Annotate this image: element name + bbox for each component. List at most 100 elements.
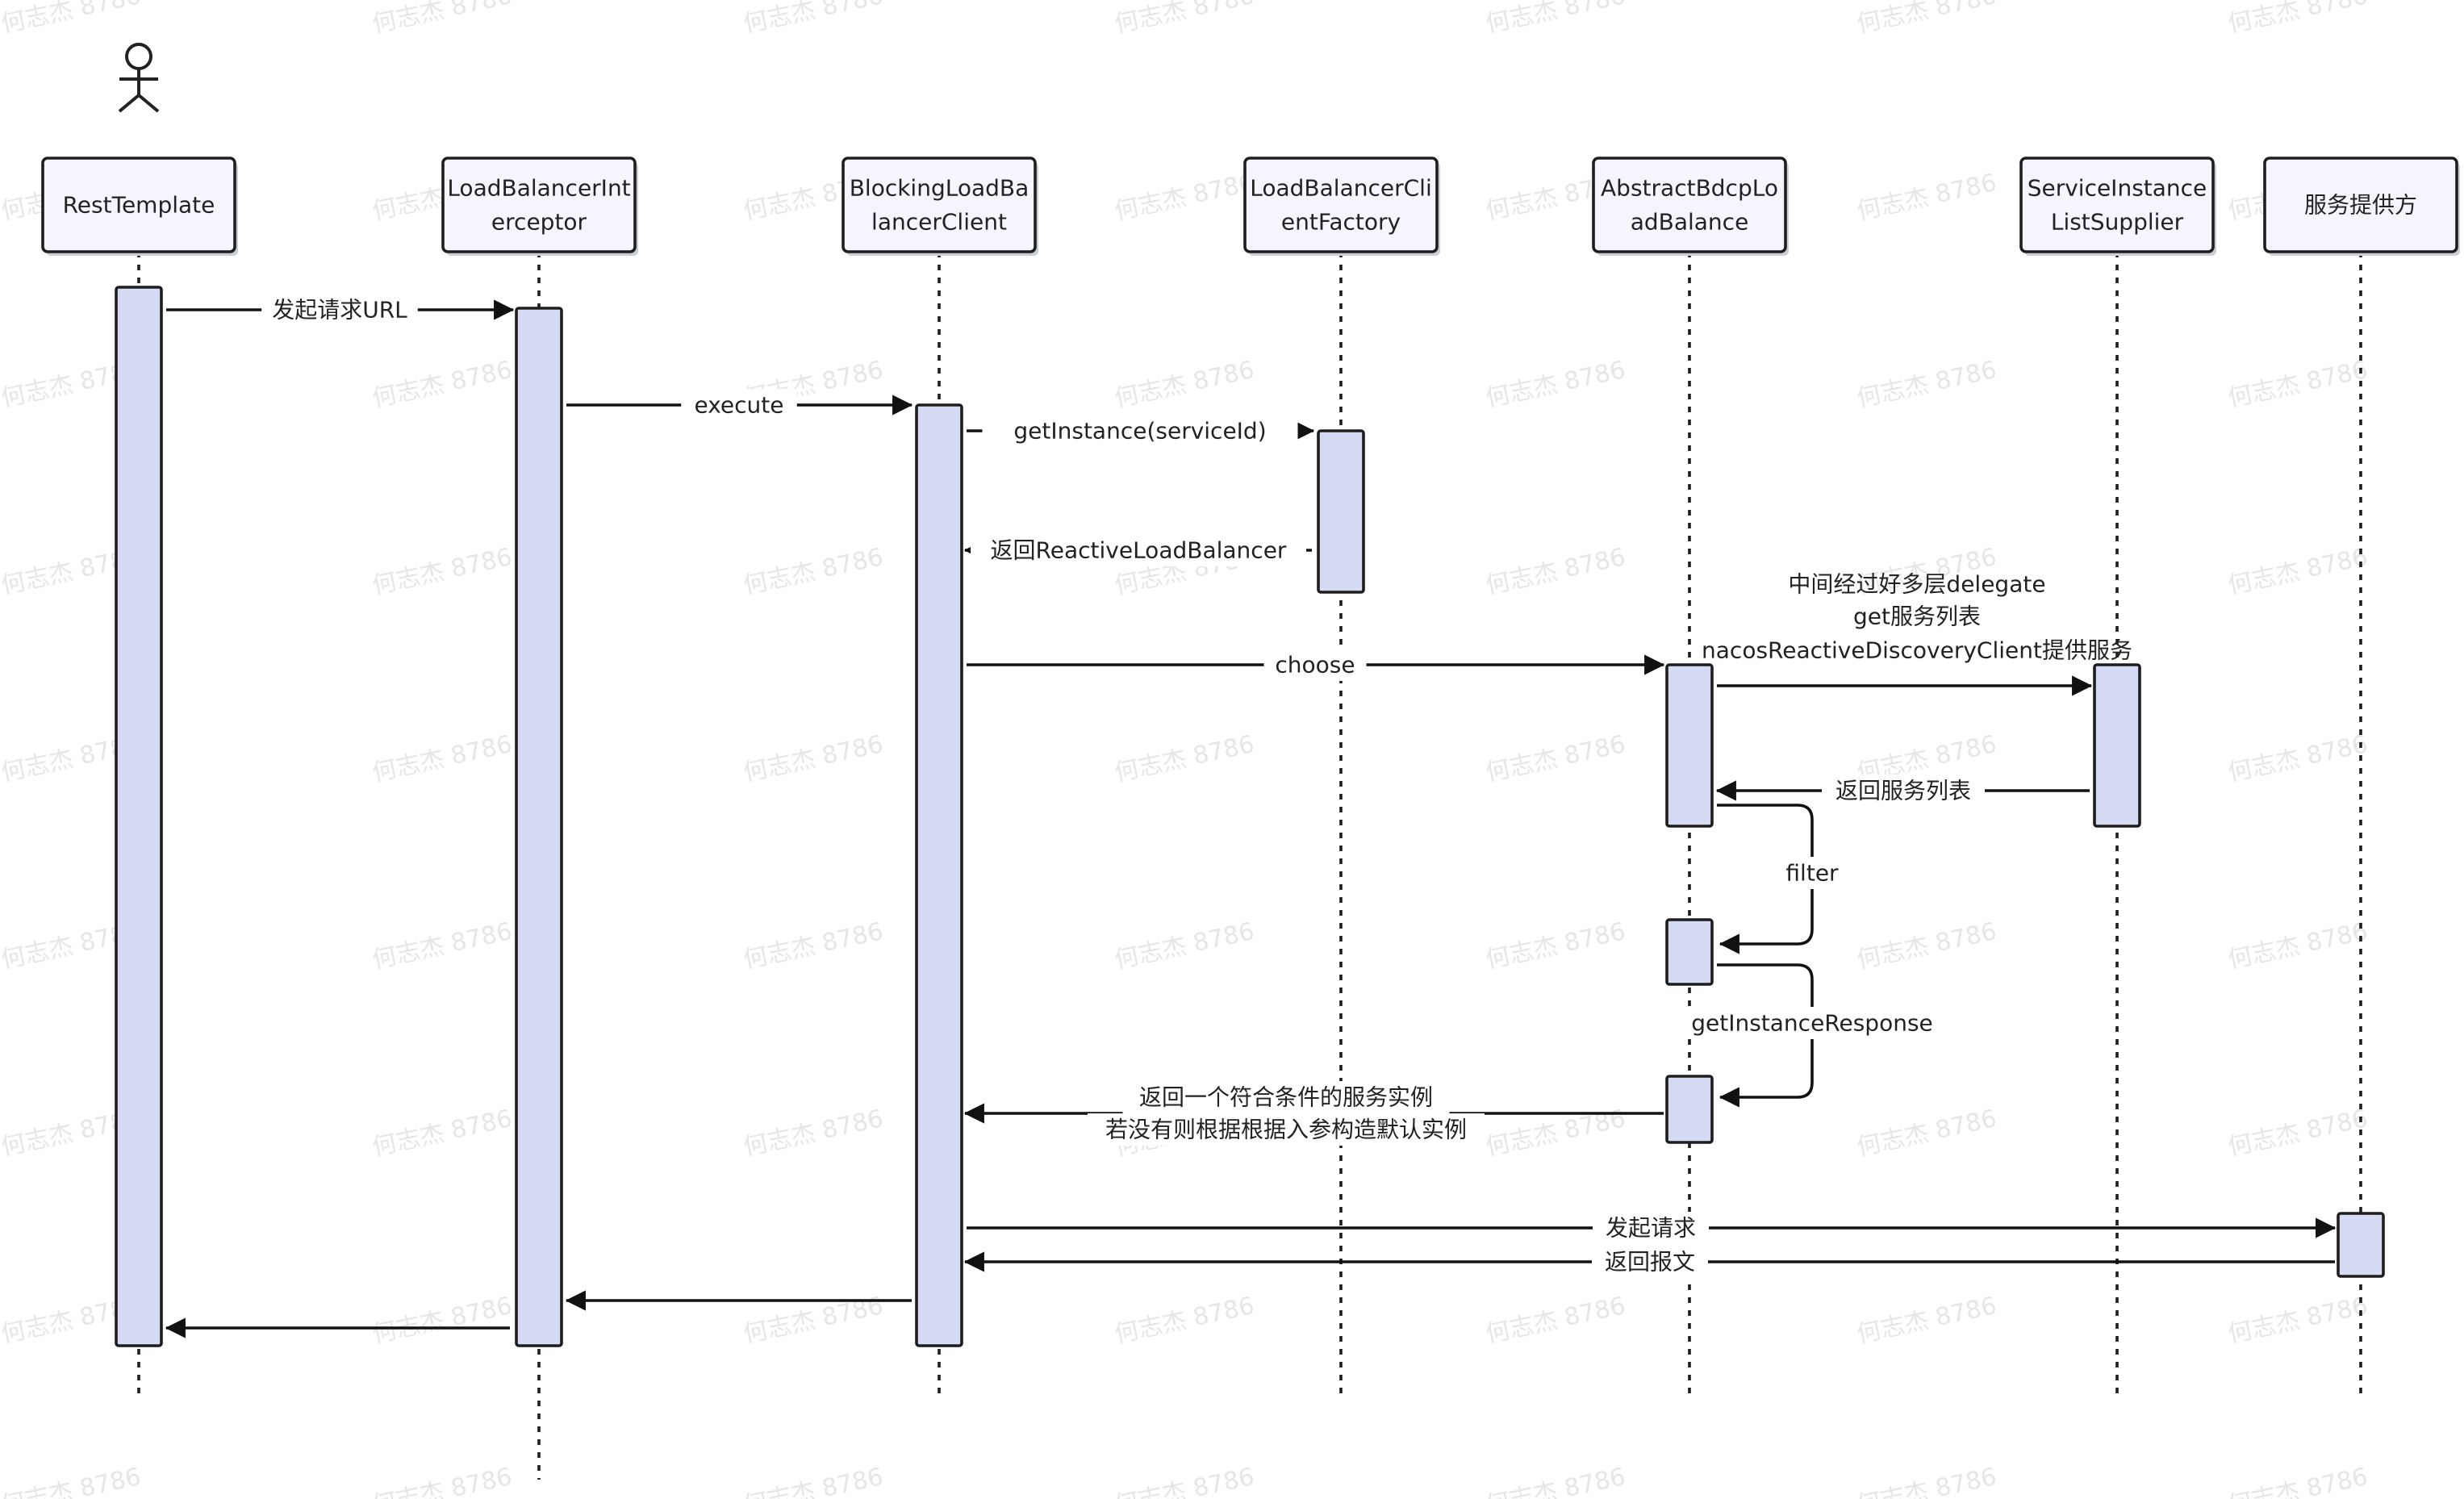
- watermark-text: 何志杰 8786: [741, 1463, 885, 1499]
- participant-abl: AbstractBdcpLo adBalance: [1592, 157, 1789, 256]
- participant-box: [1592, 157, 1787, 253]
- participant-box: [441, 157, 637, 253]
- watermark-text: 何志杰 8786: [2225, 0, 2370, 39]
- message-abl-to-sis: 中间经过好多层delegate get服务列表 nacosReactiveDisco…: [1702, 571, 2132, 696]
- watermark-text: 何志杰 8786: [2225, 1292, 2370, 1349]
- participant-prov: 服务提供方: [2263, 157, 2460, 256]
- message-rest-to-lbi: 发起请求URL: [166, 294, 515, 326]
- watermark-text: 何志杰 8786: [370, 1104, 514, 1162]
- message-label: 返回服务列表: [1835, 778, 1971, 804]
- watermark-text: 何志杰 8786: [1112, 730, 1256, 787]
- watermark-text: 何志杰 8786: [370, 543, 514, 600]
- watermark-text: 何志杰 8786: [0, 0, 144, 39]
- participant-box: [2019, 157, 2215, 253]
- watermark-text: 何志杰 8786: [1112, 1292, 1256, 1349]
- message-lbi-to-blc: execute: [566, 389, 913, 421]
- watermark-text: 何志杰 8786: [1854, 356, 1998, 413]
- message-label: filter: [1785, 860, 1839, 887]
- activation-bar-abl: [1665, 1075, 1714, 1144]
- participant-label: ListSupplier: [2051, 209, 2184, 236]
- participant-lcf: LoadBalancerCli entFactory: [1243, 157, 1440, 256]
- message-label: 返回报文: [1605, 1249, 1695, 1276]
- watermark-text: 何志杰 8786: [370, 0, 514, 39]
- watermark-text: 何志杰 8786: [1112, 1463, 1256, 1499]
- actor-icon: [118, 43, 160, 113]
- participant-label: AbstractBdcpLo: [1601, 175, 1778, 202]
- watermark-text: 何志杰 8786: [1854, 1463, 1998, 1499]
- message-label: 发起请求URL: [272, 297, 407, 324]
- watermark-text: 何志杰 8786: [2225, 1104, 2370, 1162]
- participant-label: LoadBalancerInt: [447, 175, 630, 202]
- message-label: get服务列表: [1853, 603, 1981, 630]
- watermark-text: 何志杰 8786: [2225, 1463, 2370, 1499]
- watermark-text: 何志杰 8786: [1854, 1292, 1998, 1349]
- participant-label: ServiceInstance: [2028, 175, 2207, 202]
- watermark-text: 何志杰 8786: [1112, 917, 1256, 975]
- message-label: execute: [694, 392, 783, 419]
- watermark-text: 何志杰 8786: [1112, 0, 1256, 39]
- watermark-text: 何志杰 8786: [741, 730, 885, 787]
- message-sis-to-abl: 返回服务列表: [1715, 775, 2090, 807]
- message-label: getInstance(serviceId): [1013, 418, 1266, 445]
- activation-bar-prov: [2337, 1212, 2385, 1278]
- participant-lbi: LoadBalancerInt erceptor: [441, 157, 638, 256]
- watermark-text: 何志杰 8786: [741, 0, 885, 39]
- watermark-text: 何志杰 8786: [1483, 1463, 1627, 1499]
- message-label: choose: [1275, 652, 1355, 679]
- watermark-text: 何志杰 8786: [1854, 917, 1998, 975]
- activation-bar-sis: [2093, 663, 2141, 828]
- activation-bar-lbi: [515, 307, 563, 1347]
- message-blc-to-lcf: getInstance(serviceId): [967, 415, 1315, 447]
- message-blc-to-abl: choose: [967, 649, 1665, 681]
- participant-label: LoadBalancerCli: [1250, 175, 1431, 202]
- message-abl-to-abl: getInstanceResponse: [1674, 963, 1950, 1108]
- message-lcf-to-blc: 返回ReactiveLoadBalancer: [963, 534, 1312, 566]
- activation-bar-abl: [1665, 918, 1714, 986]
- watermark-text: 何志杰 8786: [2225, 543, 2370, 600]
- message-prov-to-blc: 返回报文: [963, 1246, 2335, 1278]
- participants-layer: RestTemplateLoadBalancerInterceptorBlock…: [41, 157, 2460, 256]
- message-label: nacosReactiveDiscoveryClient提供服务: [1702, 637, 2132, 664]
- participant-box: [41, 157, 236, 253]
- watermark-text: 何志杰 8786: [370, 730, 514, 787]
- watermark-text: 何志杰 8786: [1854, 1104, 1998, 1162]
- participant-label: entFactory: [1281, 209, 1401, 236]
- activation-bar-abl: [1665, 663, 1714, 828]
- message-label: 中间经过好多层delegate: [1788, 571, 2045, 598]
- watermark-text: 何志杰 8786: [1483, 917, 1627, 975]
- watermark-text: 何志杰 8786: [741, 543, 885, 600]
- message-label: 返回ReactiveLoadBalancer: [991, 537, 1287, 564]
- message-label: getInstanceResponse: [1691, 1010, 1933, 1037]
- watermark-text: 何志杰 8786: [741, 1104, 885, 1162]
- watermark-text: 何志杰 8786: [0, 1463, 144, 1499]
- watermark-text: 何志杰 8786: [2225, 730, 2370, 787]
- participant-label: adBalance: [1631, 209, 1749, 236]
- participant-label: erceptor: [491, 209, 587, 236]
- watermark-text: 何志杰 8786: [1112, 169, 1256, 226]
- watermark-text: 何志杰 8786: [1854, 0, 1998, 39]
- message-abl-to-abl: filter: [1717, 804, 1864, 954]
- activation-bar-rest: [115, 286, 163, 1347]
- participant-box: [842, 157, 1037, 253]
- watermark-text: 何志杰 8786: [370, 1292, 514, 1349]
- watermark-layer: 何志杰 8786 何志杰 8786 何志杰 8786 何志杰 8786 何志杰 8786…: [0, 0, 2370, 1499]
- watermark-text: 何志杰 8786: [1483, 0, 1627, 39]
- participant-label: BlockingLoadBa: [850, 175, 1029, 202]
- watermark-text: 何志杰 8786: [1483, 1292, 1627, 1349]
- messages-layer: 发起请求URL execute getInstance(serviceId) 返回Re…: [165, 294, 2337, 1338]
- watermark-text: 何志杰 8786: [741, 917, 885, 975]
- message-label: 若没有则根据根据入参构造默认实例: [1105, 1117, 1467, 1143]
- watermark-text: 何志杰 8786: [1483, 543, 1627, 600]
- activation-bar-lcf: [1317, 429, 1365, 594]
- watermark-text: 何志杰 8786: [2225, 356, 2370, 413]
- participant-label: lancerClient: [871, 209, 1007, 236]
- participant-label: 服务提供方: [2304, 192, 2417, 219]
- message-label: 发起请求: [1606, 1215, 1696, 1242]
- activations-layer: [115, 286, 2385, 1347]
- watermark-text: 何志杰 8786: [1483, 730, 1627, 787]
- watermark-text: 何志杰 8786: [2225, 917, 2370, 975]
- watermark-text: 何志杰 8786: [370, 1463, 514, 1499]
- activation-bar-blc: [915, 403, 963, 1347]
